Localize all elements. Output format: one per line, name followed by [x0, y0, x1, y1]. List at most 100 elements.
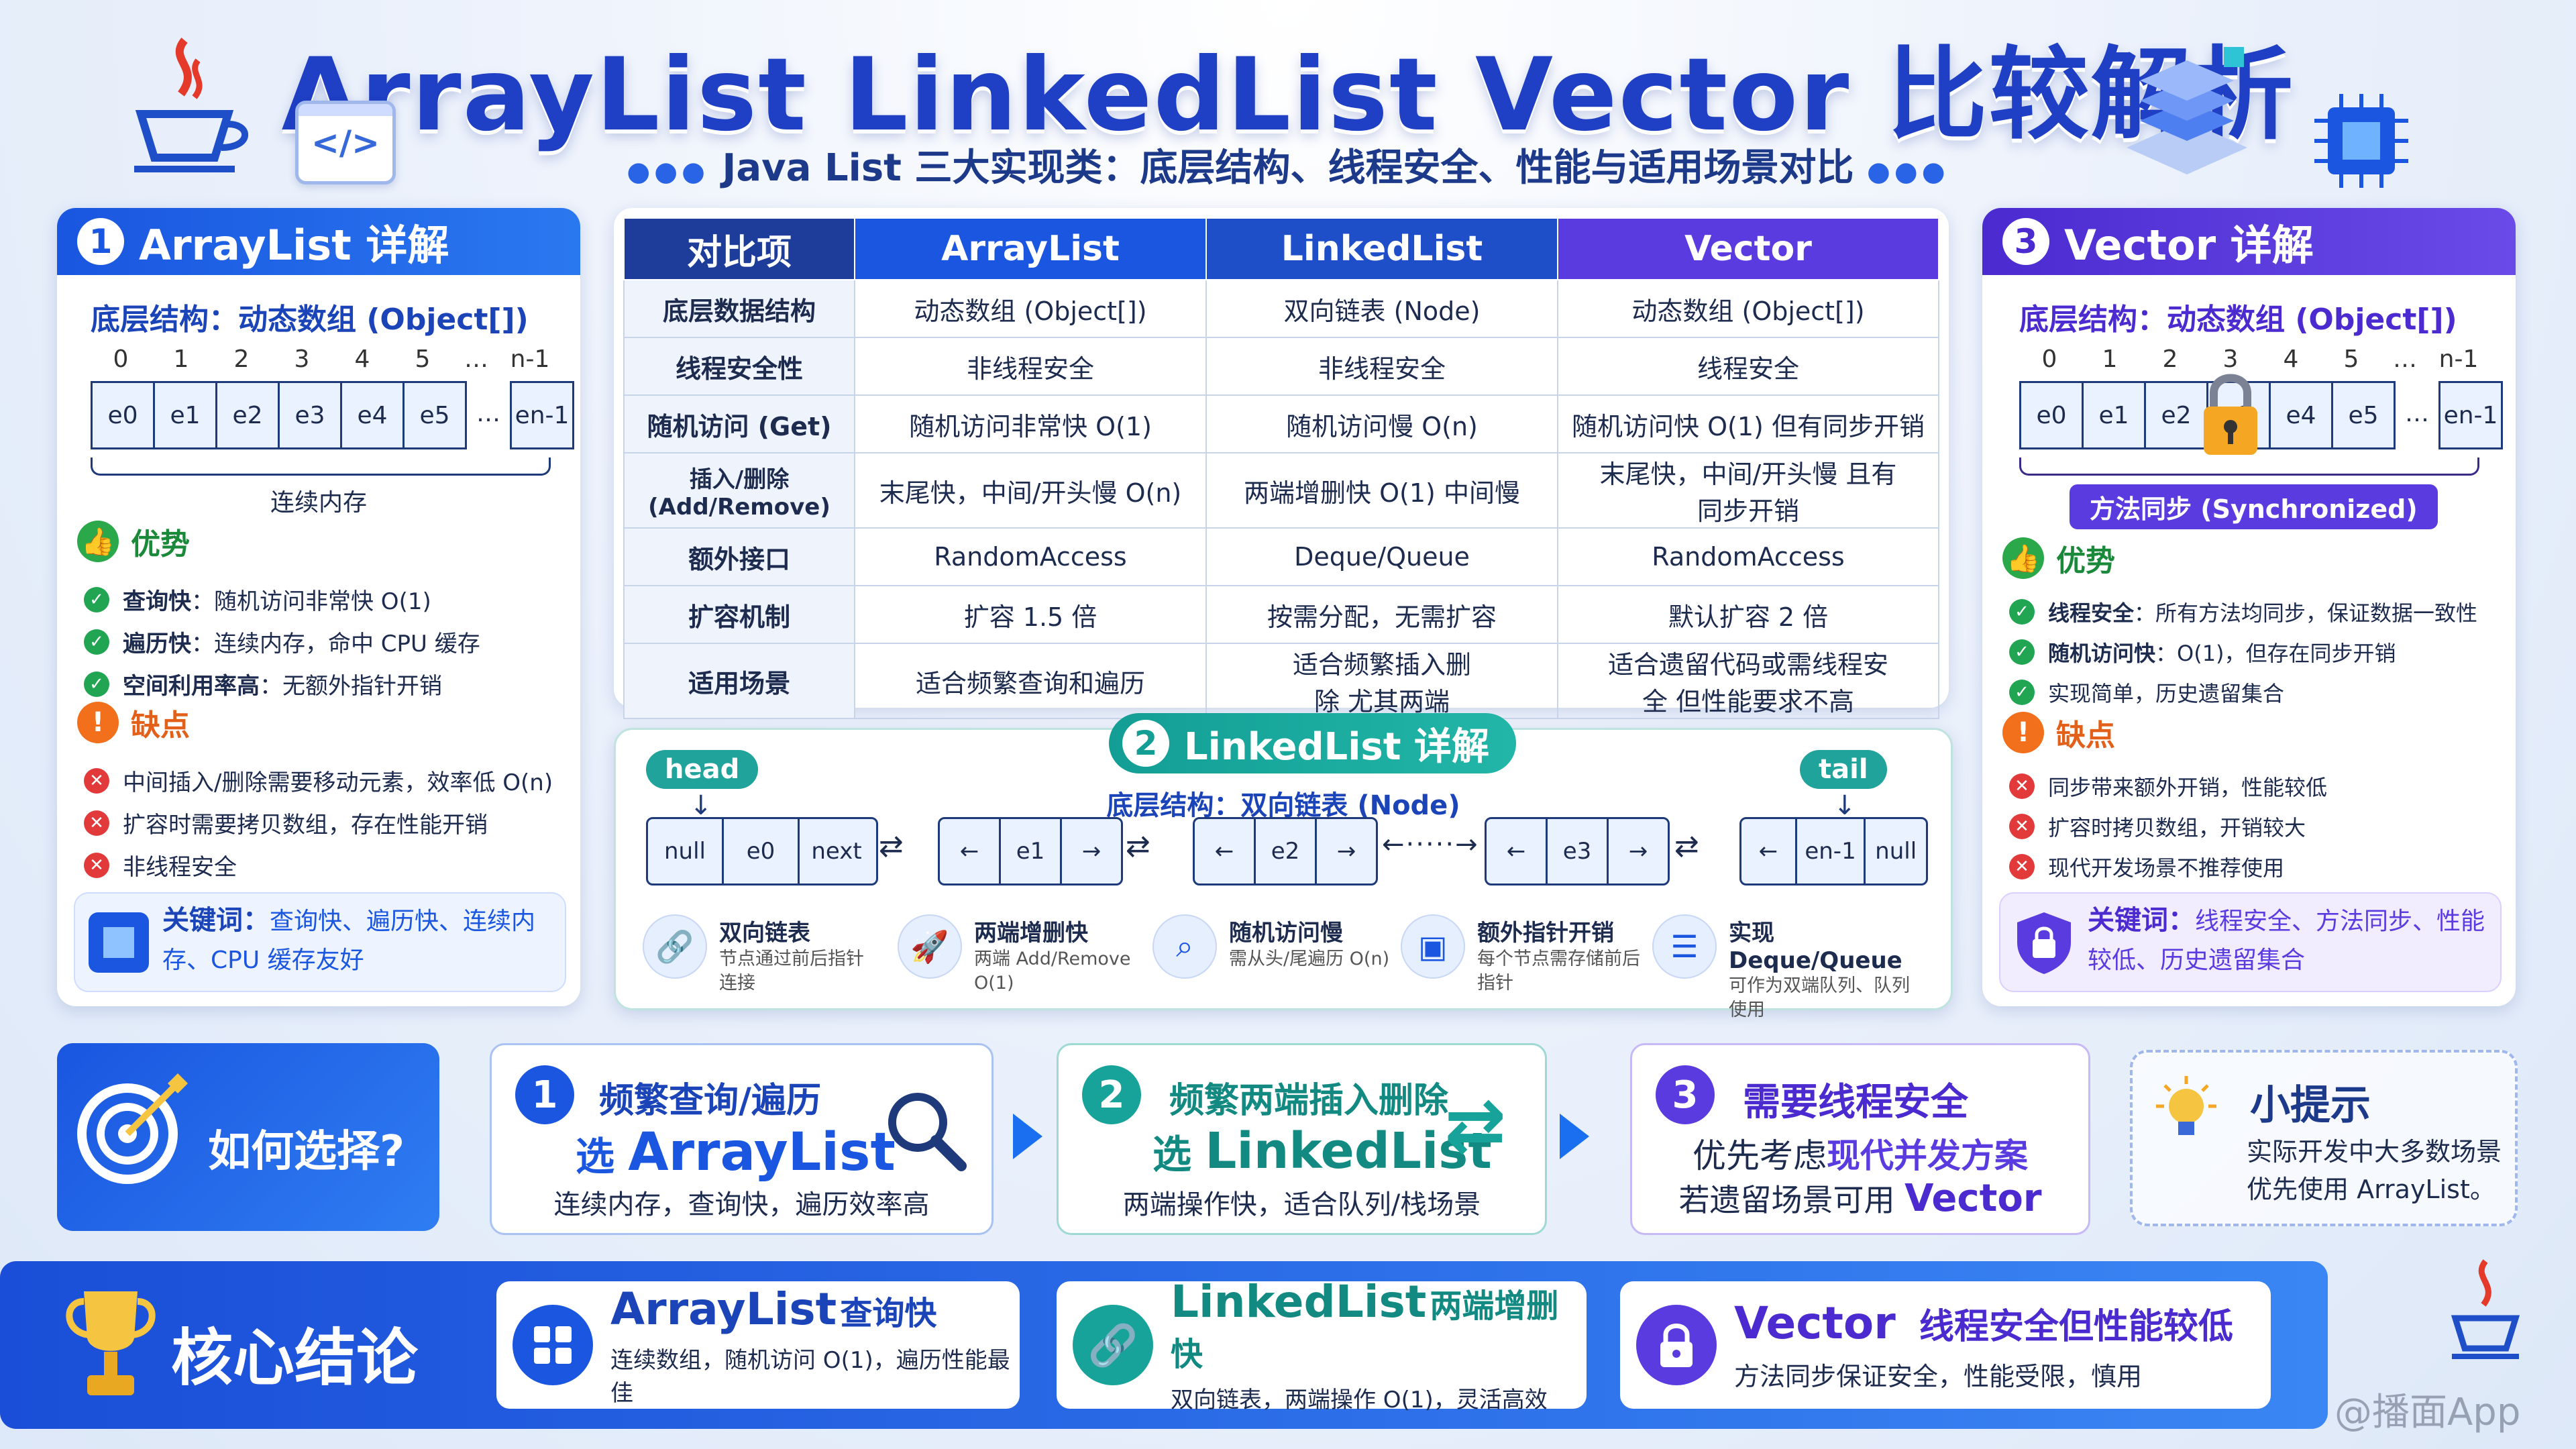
- index-label: …: [464, 345, 488, 373]
- dis-title-text: 缺点: [131, 708, 190, 743]
- conclusion-card-vector: Vector 线程安全但性能较低 方法同步保证安全，性能受限，慎用: [1620, 1281, 2271, 1409]
- vector-header-title: Vector 详解: [2064, 221, 2314, 270]
- index-label: 0: [2041, 345, 2057, 373]
- code-window-icon: </>: [295, 101, 396, 184]
- vector-panel: 3 Vector 详解 底层结构：动态数组 (Object[]) 0 1 2 3…: [1982, 208, 2516, 1006]
- tail-pill: tail: [1800, 750, 1887, 789]
- feature-title: 两端增删快: [974, 920, 1088, 947]
- item-text: 同步带来额外开销，性能较低: [2048, 775, 2328, 800]
- feature-desc: 节点通过前后指针连接: [719, 949, 864, 994]
- table-cell: 双向链表 (Node): [1205, 279, 1558, 338]
- how-to-choose-label: 如何选择?: [208, 1127, 405, 1177]
- cross-icon: ✕: [2009, 854, 2035, 879]
- list-node: ← e1 →: [938, 817, 1123, 885]
- table-cell: 额外接口: [623, 527, 855, 586]
- table-cell: 扩容 1.5 倍: [854, 585, 1207, 644]
- array-cell: e0: [91, 381, 155, 449]
- index-label: 3: [294, 345, 310, 373]
- card-desc: 双向链表，两端操作 O(1)，灵活高效: [1171, 1387, 1548, 1413]
- right-arrow-icon: →: [1336, 838, 1356, 865]
- arraylist-adv-title: 👍 优势: [77, 520, 190, 563]
- right-arrow-icon: →: [1081, 838, 1102, 865]
- chip-icon: ▣: [1401, 914, 1465, 979]
- link-icon: 🔗: [643, 914, 707, 979]
- comparison-table-panel: 对比项 ArrayList LinkedList Vector 底层数据结构 动…: [614, 208, 1949, 719]
- line2-highlight: Vector: [1904, 1177, 2042, 1220]
- line1-highlight: 现代并发方案: [1827, 1136, 2028, 1175]
- vector-sync-label: 方法同步 (Synchronized): [2070, 484, 2438, 529]
- table-cell: 默认扩容 2 倍: [1557, 585, 1939, 644]
- card-name: LinkedList: [1171, 1276, 1427, 1328]
- table-cell: 线程安全性: [623, 337, 855, 396]
- list-item: ✕现代开发场景不推荐使用: [2009, 851, 2327, 882]
- grid-icon: [513, 1305, 593, 1385]
- step-line1: 优先考虑现代并发方案: [1632, 1129, 2088, 1177]
- step-pick: 选 ArrayList: [576, 1122, 896, 1183]
- table-row: 插入/删除 (Add/Remove) 末尾快，中间/开头慢 O(n) 两端增删快…: [623, 452, 1939, 529]
- node-next-null: null: [1875, 838, 1917, 865]
- list-item: ✕同步带来额外开销，性能较低: [2009, 771, 2327, 802]
- array-cell: e5: [402, 381, 467, 449]
- cross-icon: ✕: [84, 810, 109, 836]
- item-text: 扩容时需要拷贝数组，存在性能开销: [123, 812, 488, 839]
- array-cell: e4: [2269, 381, 2333, 449]
- index-label: 4: [2283, 345, 2299, 373]
- list-node: ← e2 →: [1193, 817, 1378, 885]
- array-cell: e1: [2082, 381, 2146, 449]
- conclusion-bar: 核心结论 ArrayList 查询快 连续数组，随机访问 O(1)，遍历性能最佳…: [0, 1261, 2328, 1429]
- linkedlist-num: 2: [1122, 720, 1169, 767]
- card-desc: 连续数组，随机访问 O(1)，遍历性能最佳: [610, 1346, 1010, 1407]
- vector-adv-title: 👍 优势: [2002, 537, 2115, 580]
- table-cell: 线程安全: [1557, 337, 1939, 396]
- table-cell: 插入/删除 (Add/Remove): [623, 452, 855, 529]
- table-row: 扩容机制 扩容 1.5 倍 按需分配，无需扩容 默认扩容 2 倍: [623, 585, 1939, 644]
- keywords-title: 关键词：: [2088, 904, 2195, 936]
- line2-prefix: 若遗留场景可用: [1678, 1182, 1905, 1218]
- dots-right-icon: ●●●: [1866, 156, 1949, 187]
- table-cell: 随机访问快 O(1) 但有同步开销: [1557, 394, 1939, 453]
- lightbulb-icon: [2153, 1076, 2220, 1150]
- array-cell: e1: [153, 381, 217, 449]
- arraylist-index-row: 0 1 2 3 4 5 … n-1: [91, 345, 560, 373]
- tip-title: 小提示: [2250, 1082, 2371, 1129]
- choose-step-3: 3 需要线程安全 优先考虑现代并发方案 若遗留场景可用 Vector: [1630, 1043, 2090, 1235]
- index-label: n-1: [2438, 345, 2479, 373]
- step-number: 1: [515, 1065, 574, 1124]
- list-item: ✕ 扩容时需要拷贝数组，存在性能开销: [84, 806, 553, 839]
- check-icon: ✓: [2009, 680, 2035, 705]
- link-icon: 🔗: [1073, 1305, 1153, 1385]
- linkedlist-header: 2 LinkedList 详解: [1109, 713, 1517, 773]
- node-value: e3: [1548, 819, 1609, 883]
- memory-brace: [91, 458, 551, 476]
- table-cell: Deque/Queue: [1205, 527, 1558, 586]
- item-bold: 空间利用率高: [123, 673, 260, 700]
- cross-icon: ✕: [84, 852, 109, 878]
- left-arrow-icon: ←: [940, 819, 1001, 883]
- array-cell: …: [2405, 399, 2429, 427]
- step-number: 2: [1082, 1065, 1141, 1124]
- table-cell: 适合频繁查询和遍历: [854, 643, 1207, 719]
- double-arrow-icon: ⇄: [879, 829, 904, 863]
- item-bold: 遍历快: [123, 631, 191, 657]
- queue-icon: ☰: [1652, 914, 1717, 979]
- feature-desc: 每个节点需存储前后指针: [1477, 949, 1640, 994]
- index-label: 2: [233, 345, 250, 373]
- node-prev: null: [648, 819, 724, 883]
- item-text: ：O(1)，但存在同步开销: [2155, 641, 2396, 666]
- left-arrow-icon: ←: [1487, 819, 1548, 883]
- linkedlist-panel: 2 LinkedList 详解 底层结构：双向链表 (Node) head ↓ …: [614, 713, 1953, 1020]
- adv-title-text: 优势: [2056, 544, 2115, 578]
- list-item: ✓遍历快：连续内存，命中 CPU 缓存: [84, 625, 480, 658]
- watermark: @播面App: [2334, 1391, 2521, 1434]
- vector-dis-title: ! 缺点: [2002, 711, 2115, 754]
- card-name: ArrayList: [610, 1283, 837, 1335]
- page-title: ArrayList LinkedList Vector 比较解析: [281, 37, 2295, 154]
- arraylist-panel: 1 ArrayList 详解 底层结构：动态数组 (Object[]) 0 1 …: [57, 208, 580, 1006]
- table-cell: 两端增删快 O(1) 中间慢: [1205, 452, 1558, 529]
- array-cell: en-1: [2438, 381, 2503, 449]
- table-row: 线程安全性 非线程安全 非线程安全 线程安全: [623, 337, 1939, 396]
- item-bold: 线程安全: [2048, 600, 2135, 626]
- swap-arrows-icon: ⇄: [1444, 1082, 1507, 1168]
- array-cell: e4: [340, 381, 405, 449]
- table-cell: 末尾快，中间/开头慢 且有同步开销: [1557, 452, 1939, 529]
